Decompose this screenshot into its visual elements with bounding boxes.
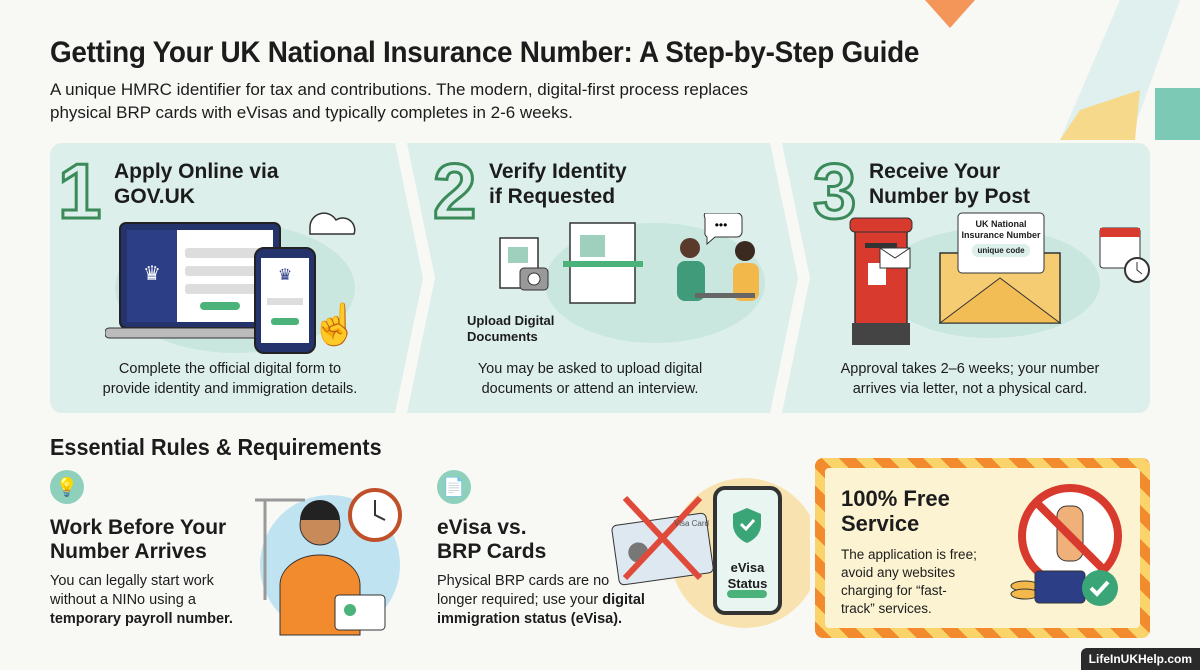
crown-icon: ♛	[143, 263, 161, 285]
free-description: The application is free;avoid any websit…	[841, 547, 977, 616]
svg-text:♛: ♛	[278, 267, 292, 284]
hand-pointer-icon: ☝	[310, 300, 360, 348]
page-subtitle: A unique HMRC identifier for tax and con…	[50, 80, 748, 122]
cross-icon	[622, 495, 703, 581]
shield-check-icon	[733, 508, 761, 543]
step-number: 1	[56, 147, 102, 235]
page-title: Getting Your UK National Insurance Numbe…	[50, 36, 920, 69]
cloud-icon	[309, 212, 356, 235]
brp-card-label: Visa Card	[674, 519, 709, 528]
rule-card-evisa: 📄 eVisa vs.BRP Cards Physical BRP cards …	[437, 470, 647, 629]
identity-verification-illustration: •••	[499, 213, 765, 343]
step-number: 2	[431, 147, 477, 235]
post-delivery-illustration	[849, 212, 1150, 345]
no-fee-illustration	[1010, 484, 1122, 606]
phone-icon	[713, 486, 782, 615]
rules-heading: Essential Rules & Requirements	[50, 434, 382, 460]
id-badge-icon	[334, 594, 386, 631]
chevron-divider	[395, 143, 435, 413]
footer-site-label: LifeInUKHelp.com	[1080, 648, 1200, 670]
chevron-divider	[770, 143, 810, 413]
laptop-phone-illustration: ♛ ♛ ☝	[105, 212, 360, 354]
svg-text:•••: •••	[715, 218, 728, 232]
lightbulb-icon: 💡	[50, 470, 84, 504]
brp-vs-evisa-illustration: Visa Card	[611, 478, 810, 628]
step-number: 3	[811, 147, 857, 235]
worker-illustration	[255, 488, 402, 636]
documents-icon: 📄	[437, 470, 471, 504]
decorative-shapes	[925, 0, 1200, 140]
speech-bubble-icon	[703, 213, 743, 246]
credit-card-icon	[1034, 570, 1086, 604]
